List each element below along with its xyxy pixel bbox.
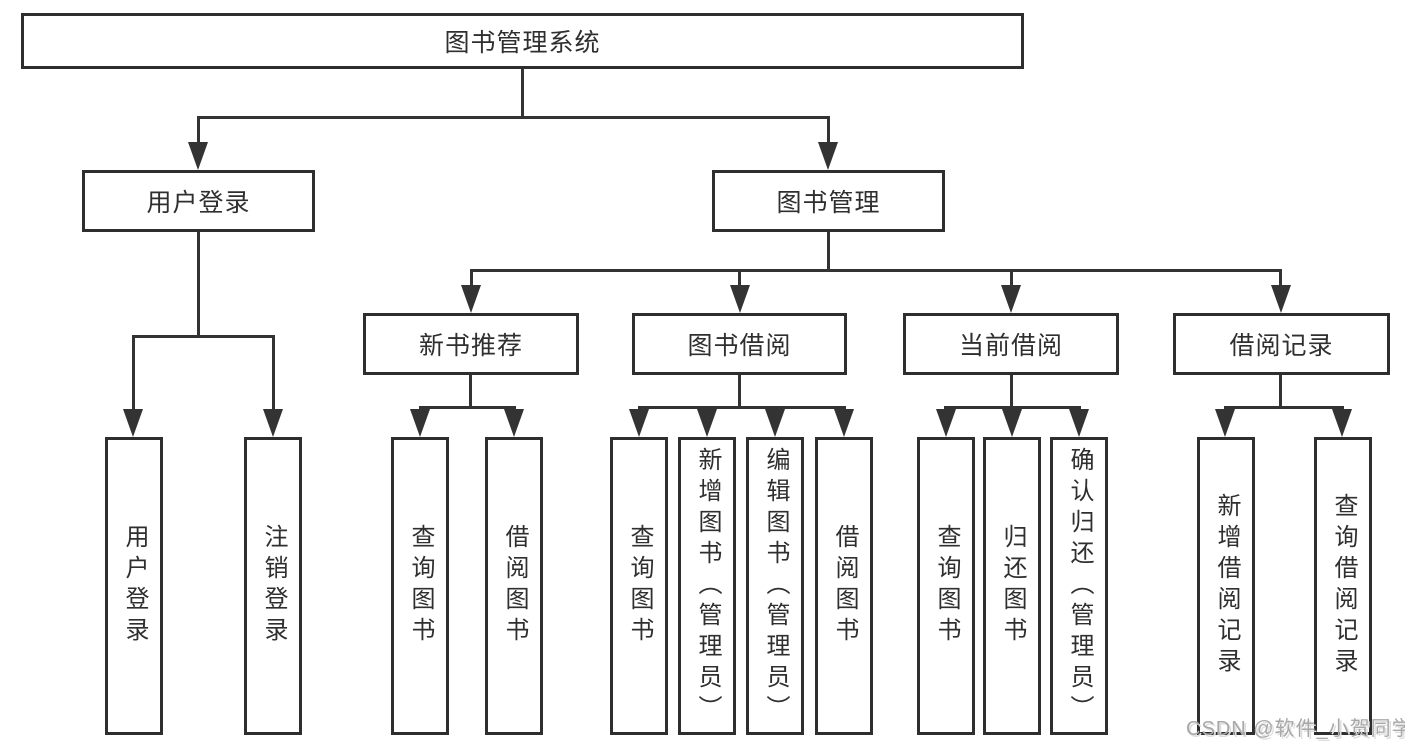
connector-borrow-records-stem — [1279, 375, 1282, 409]
leaf-confirm-return-admin: 确认归还（管理员） — [1050, 437, 1108, 735]
arrowhead-icon — [834, 409, 854, 437]
connector-user-login-stem — [197, 232, 200, 337]
leaf-label: 查询图书 — [933, 524, 960, 648]
connector-book-borrow-split — [638, 406, 846, 409]
node-label: 图书管理系统 — [444, 29, 601, 57]
leaf-label: 借阅图书 — [831, 524, 858, 648]
leaf-label: 确认归还（管理员） — [1066, 446, 1093, 726]
node-current-borrowing: 当前借阅 — [903, 313, 1119, 375]
leaf-borrow-books-recommend: 借阅图书 — [485, 437, 543, 735]
node-label: 新书推荐 — [418, 332, 523, 360]
leaf-label: 查询图书 — [407, 524, 434, 648]
connector-new-book-stem — [469, 375, 472, 409]
leaf-query-books-recommend: 查询图书 — [391, 437, 449, 735]
connector-current-borrow-split — [944, 406, 1081, 409]
leaf-add-borrow-record: 新增借阅记录 — [1197, 437, 1255, 735]
leaf-label: 借阅图书 — [501, 524, 528, 648]
leaf-user-login: 用户登录 — [105, 437, 163, 735]
node-label: 图书借阅 — [687, 332, 792, 360]
leaf-label: 编辑图书（管理员） — [762, 446, 789, 726]
connector-to-book-mgmt — [827, 116, 830, 146]
arrowhead-icon — [1069, 409, 1089, 437]
arrowhead-icon — [410, 409, 430, 437]
connector-to-borrow-records — [1279, 269, 1282, 289]
node-user-login: 用户登录 — [82, 170, 315, 232]
node-label: 当前借阅 — [958, 332, 1063, 360]
connector-to-leaf — [272, 335, 275, 412]
connector-user-login-split — [132, 335, 275, 338]
leaf-add-book-admin: 新增图书（管理员） — [678, 437, 736, 735]
arrowhead-icon — [123, 409, 143, 437]
connector-book-mgmt-split — [470, 269, 1282, 272]
node-borrowing-records: 借阅记录 — [1173, 313, 1390, 375]
arrowhead-icon — [188, 142, 208, 170]
arrowhead-icon — [818, 142, 838, 170]
connector-to-current-borrow — [1010, 269, 1013, 289]
arrowhead-icon — [504, 409, 524, 437]
csdn-watermark: CSDN @软件_小贺同学 — [1186, 718, 1405, 740]
leaf-label: 用户登录 — [121, 524, 148, 648]
leaf-query-books-current: 查询图书 — [917, 437, 975, 735]
connector-book-mgmt-stem — [827, 232, 830, 272]
leaf-label: 查询图书 — [626, 524, 653, 648]
arrowhead-icon — [936, 409, 956, 437]
connector-root-split — [198, 116, 830, 119]
connector-borrow-records-split — [1224, 406, 1344, 409]
arrowhead-icon — [765, 409, 785, 437]
leaf-query-borrow-record: 查询借阅记录 — [1314, 437, 1372, 735]
connector-root-stem — [521, 69, 524, 119]
node-book-borrowing: 图书借阅 — [632, 313, 847, 375]
node-new-book-recommend: 新书推荐 — [363, 313, 579, 375]
arrowhead-icon — [461, 285, 481, 313]
connector-book-borrow-stem — [738, 375, 741, 409]
leaf-label: 归还图书 — [999, 524, 1026, 648]
leaf-label: 新增图书（管理员） — [694, 446, 721, 726]
leaf-label: 注销登录 — [260, 524, 287, 648]
leaf-query-books-borrow: 查询图书 — [610, 437, 668, 735]
arrowhead-icon — [1002, 409, 1022, 437]
node-library-management-system: 图书管理系统 — [21, 13, 1024, 69]
connector-new-book-split — [419, 406, 516, 409]
arrowhead-icon — [1332, 409, 1352, 437]
node-label: 图书管理 — [776, 189, 881, 217]
leaf-logout: 注销登录 — [244, 437, 302, 735]
arrowhead-icon — [697, 409, 717, 437]
connector-current-borrow-stem — [1010, 375, 1013, 409]
arrowhead-icon — [1271, 285, 1291, 313]
node-label: 借阅记录 — [1229, 332, 1334, 360]
arrowhead-icon — [1001, 285, 1021, 313]
leaf-return-books: 归还图书 — [983, 437, 1041, 735]
leaf-edit-book-admin: 编辑图书（管理员） — [746, 437, 804, 735]
connector-to-new-book — [470, 269, 473, 289]
node-book-management: 图书管理 — [712, 170, 945, 232]
arrowhead-icon — [1215, 409, 1235, 437]
connector-to-user-login — [197, 116, 200, 146]
node-label: 用户登录 — [146, 189, 251, 217]
leaf-label: 新增借阅记录 — [1213, 493, 1240, 679]
arrowhead-icon — [629, 409, 649, 437]
connector-to-book-borrow — [738, 269, 741, 289]
leaf-borrow-books: 借阅图书 — [815, 437, 873, 735]
leaf-label: 查询借阅记录 — [1330, 493, 1357, 679]
connector-to-leaf — [132, 335, 135, 412]
arrowhead-icon — [730, 285, 750, 313]
arrowhead-icon — [263, 409, 283, 437]
